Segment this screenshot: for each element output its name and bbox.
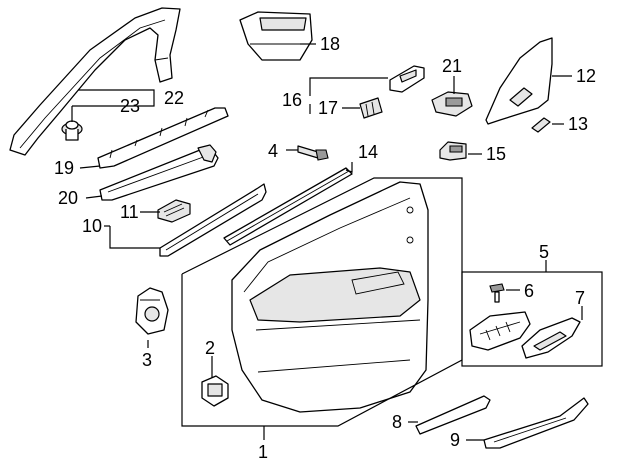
callout-2: 2 <box>205 338 215 358</box>
callout-6: 6 <box>524 281 534 301</box>
bracket-clip-part <box>157 199 191 223</box>
callout-labels: 1 2 3 4 5 6 7 8 9 10 11 12 13 14 15 16 1… <box>54 34 596 462</box>
bolt-part <box>297 145 329 161</box>
plug-part <box>531 117 551 133</box>
callout-4: 4 <box>268 141 278 161</box>
callout-11: 11 <box>120 202 139 222</box>
callout-1: 1 <box>258 442 268 462</box>
callout-9: 9 <box>450 430 460 450</box>
callout-3: 3 <box>142 350 152 370</box>
callout-18: 18 <box>320 34 340 54</box>
callout-10: 10 <box>82 216 102 236</box>
trim-strip-part <box>415 395 491 435</box>
leader-lines <box>71 43 603 441</box>
switch-bezel-part <box>389 65 425 93</box>
pillar-trim-part <box>9 7 181 156</box>
upper-molding-part <box>97 107 229 169</box>
screw-part <box>489 283 505 303</box>
callout-5: 5 <box>539 242 549 262</box>
callout-13: 13 <box>568 114 588 134</box>
callout-22: 22 <box>164 88 184 108</box>
lower-molding-part <box>159 183 267 257</box>
callout-8: 8 <box>392 412 402 432</box>
callout-14: 14 <box>358 142 378 162</box>
retainer-clip-part <box>359 97 383 119</box>
callout-15: 15 <box>486 144 506 164</box>
callout-16: 16 <box>282 90 302 110</box>
sill-trim-part <box>483 397 589 449</box>
callout-17: 17 <box>318 98 338 118</box>
door-handle-part <box>521 317 581 359</box>
window-switch-part <box>439 141 467 161</box>
callout-19: 19 <box>54 158 74 178</box>
door-trim-panel-part <box>231 181 429 413</box>
callout-21: 21 <box>442 56 462 76</box>
armrest-strip-part <box>99 144 219 201</box>
storage-bin-part <box>239 11 313 61</box>
clip-part <box>61 120 83 141</box>
mounting-bracket-part <box>431 91 473 117</box>
callout-12: 12 <box>576 66 596 86</box>
callout-7: 7 <box>575 288 585 308</box>
weatherstrip-part <box>223 167 353 246</box>
door-latch-part <box>135 287 169 335</box>
pillar-cover-part <box>485 37 553 125</box>
speaker-part <box>201 375 229 407</box>
handle-bezel-part <box>469 311 531 351</box>
callout-23: 23 <box>120 96 140 116</box>
callout-20: 20 <box>58 188 78 208</box>
